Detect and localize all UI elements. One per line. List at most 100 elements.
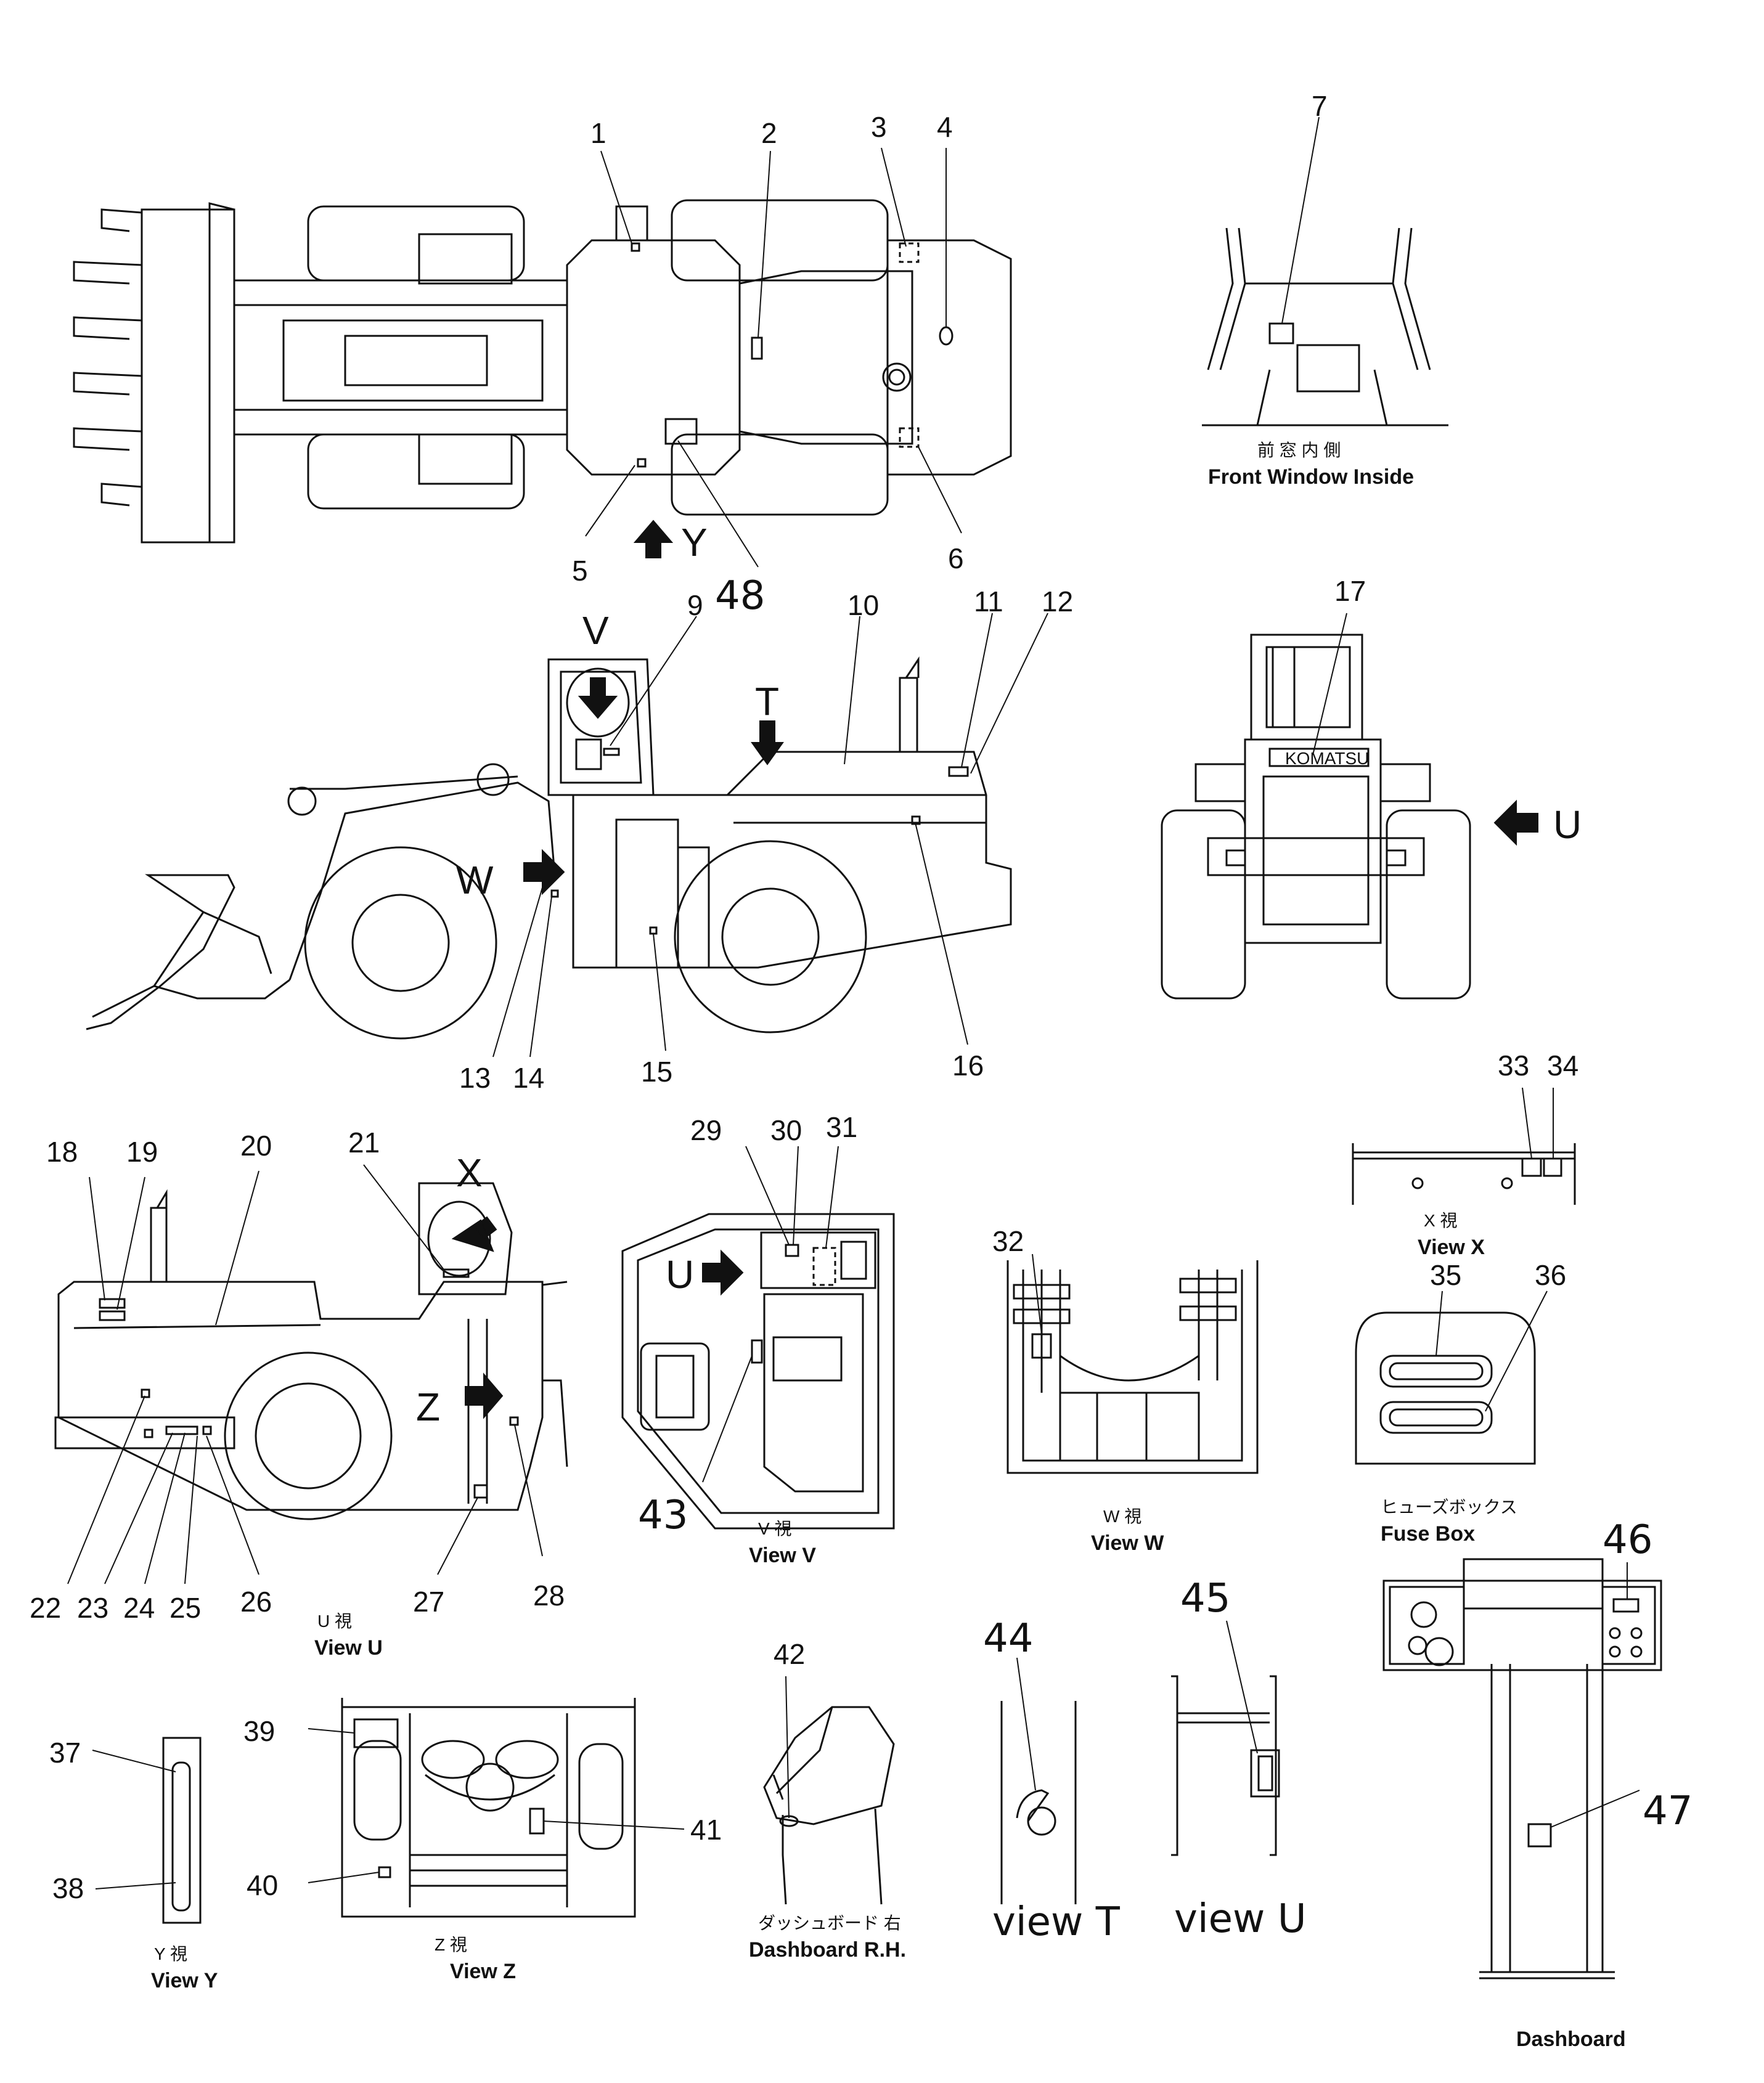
view-x-arrow-icon bbox=[451, 1216, 497, 1252]
view-letter-z: Z bbox=[416, 1385, 440, 1429]
view-u-caption: View U bbox=[314, 1636, 383, 1660]
callout-25: 25 bbox=[169, 1592, 201, 1624]
callout-21: 21 bbox=[348, 1127, 380, 1159]
dashboard-rh-caption-jp: ダッシュボード 右 bbox=[758, 1914, 901, 1933]
callout-14: 14 bbox=[513, 1062, 544, 1094]
side-view-callouts: V 9 10 11 12 T W 13 14 15 16 bbox=[456, 585, 1073, 1094]
front-window-caption-jp: 前 窓 内 側 bbox=[1257, 441, 1341, 460]
callout-13: 13 bbox=[459, 1062, 491, 1094]
top-view-loader bbox=[73, 147, 1012, 568]
view-x-caption: View X bbox=[1418, 1236, 1485, 1259]
callout-32: 32 bbox=[992, 1225, 1024, 1257]
fuse-box-caption: Fuse Box bbox=[1381, 1522, 1475, 1546]
callout-23: 23 bbox=[77, 1592, 108, 1624]
view-letter-x: X bbox=[456, 1151, 483, 1195]
view-v-arrow-icon bbox=[578, 677, 618, 719]
callout-27: 27 bbox=[413, 1586, 444, 1618]
callout-12: 12 bbox=[1042, 585, 1073, 618]
dashboard-rh-drawing: 42 ダッシュボード 右 Dashboard R.H. bbox=[749, 1638, 906, 1962]
dashboard-rh-caption: Dashboard R.H. bbox=[749, 1938, 906, 1962]
callout-6: 6 bbox=[948, 542, 964, 574]
callout-33: 33 bbox=[1498, 1050, 1529, 1082]
view-v-caption-jp: V 視 bbox=[758, 1519, 791, 1538]
view-u-callouts: 18 19 20 21 X Z 22 23 24 25 26 27 28 U 視… bbox=[30, 1127, 565, 1660]
callout-1: 1 bbox=[590, 117, 606, 149]
view-u-drawing bbox=[54, 1164, 568, 1584]
view-w-arrow-icon bbox=[523, 849, 565, 895]
view-letter-t: T bbox=[755, 679, 779, 724]
view-y-caption: View Y bbox=[151, 1969, 218, 1992]
view-z-drawing: 39 40 41 Z 視 View Z bbox=[243, 1698, 722, 1983]
dashboard-drawing: 46 47 Dashboard bbox=[1382, 1517, 1693, 2051]
callout-28: 28 bbox=[533, 1580, 565, 1612]
view-u-arrow-icon bbox=[1493, 799, 1538, 846]
callout-24: 24 bbox=[123, 1592, 155, 1624]
view-y-caption-jp: Y 視 bbox=[154, 1944, 187, 1963]
callout-47: 47 bbox=[1643, 1788, 1693, 1834]
view-letter-w: W bbox=[456, 858, 494, 902]
callout-37: 37 bbox=[49, 1737, 81, 1769]
callout-44: 44 bbox=[983, 1616, 1033, 1661]
callout-4: 4 bbox=[937, 111, 953, 143]
view-letter-v: V bbox=[582, 608, 609, 653]
callout-36: 36 bbox=[1535, 1259, 1566, 1291]
front-window-inside: 7 前 窓 内 側 Front Window Inside bbox=[1202, 90, 1448, 489]
callout-41: 41 bbox=[690, 1814, 722, 1846]
callout-16: 16 bbox=[952, 1050, 984, 1082]
view-w-caption-jp: W 視 bbox=[1103, 1507, 1141, 1526]
callout-9: 9 bbox=[687, 589, 703, 621]
view-w-drawing: 32 W 視 View W bbox=[992, 1225, 1259, 1555]
view-w-caption: View W bbox=[1091, 1531, 1164, 1555]
view-v-caption: View V bbox=[749, 1544, 816, 1567]
callout-42: 42 bbox=[774, 1638, 805, 1670]
callout-15: 15 bbox=[641, 1056, 672, 1088]
view-x-drawing: 33 34 X 視 View X bbox=[1352, 1050, 1578, 1259]
callout-20: 20 bbox=[240, 1130, 272, 1162]
callout-40: 40 bbox=[247, 1869, 278, 1901]
view-letter-v-u: U bbox=[666, 1252, 694, 1297]
callout-43: 43 bbox=[638, 1493, 688, 1538]
view-z-arrow-icon bbox=[465, 1372, 504, 1419]
view-y-arrow-icon bbox=[633, 520, 674, 558]
callout-48: 48 bbox=[715, 573, 765, 619]
view-t-drawing: 44 view T bbox=[983, 1616, 1121, 1945]
callout-46: 46 bbox=[1603, 1517, 1652, 1563]
front-window-caption: Front Window Inside bbox=[1208, 465, 1414, 489]
rear-logo-text: KOMATSU bbox=[1285, 749, 1369, 768]
view-t-arrow-icon bbox=[751, 720, 784, 765]
callout-22: 22 bbox=[30, 1592, 61, 1624]
callout-31: 31 bbox=[826, 1111, 857, 1143]
view-u-small-drawing: 45 view U bbox=[1171, 1576, 1307, 1942]
view-z-caption-jp: Z 視 bbox=[435, 1935, 467, 1954]
callout-39: 39 bbox=[243, 1715, 275, 1747]
callout-18: 18 bbox=[46, 1136, 78, 1168]
callout-30: 30 bbox=[770, 1114, 802, 1146]
dashboard-caption: Dashboard bbox=[1516, 2028, 1626, 2051]
side-view-loader bbox=[86, 613, 1048, 1058]
view-u-hand-label: view U bbox=[1174, 1896, 1307, 1942]
view-v-u-arrow-icon bbox=[702, 1249, 744, 1296]
view-x-caption-jp: X 視 bbox=[1424, 1211, 1457, 1230]
view-letter-y: Y bbox=[681, 520, 708, 565]
callout-35: 35 bbox=[1430, 1259, 1461, 1291]
view-y-drawing: 37 38 Y 視 View Y bbox=[49, 1737, 218, 1992]
callout-38: 38 bbox=[52, 1872, 84, 1904]
view-z-caption: View Z bbox=[450, 1960, 516, 1983]
callout-29: 29 bbox=[690, 1114, 722, 1146]
callout-11: 11 bbox=[974, 585, 1003, 618]
top-view-callouts: 1 2 3 4 5 6 48 Y bbox=[572, 111, 964, 619]
rear-view-loader: KOMATSU 17 U bbox=[1161, 575, 1582, 1000]
callout-10: 10 bbox=[847, 589, 879, 621]
callout-26: 26 bbox=[240, 1586, 272, 1618]
callout-19: 19 bbox=[126, 1136, 158, 1168]
callout-7: 7 bbox=[1312, 90, 1328, 122]
callout-5: 5 bbox=[572, 555, 588, 587]
callout-45: 45 bbox=[1180, 1576, 1230, 1621]
callout-17: 17 bbox=[1334, 575, 1366, 607]
fuse-box-caption-jp: ヒューズボックス bbox=[1381, 1498, 1517, 1517]
view-letter-u: U bbox=[1553, 802, 1582, 847]
callout-2: 2 bbox=[761, 117, 777, 149]
view-v-drawing: 29 30 31 U 43 V 視 View V bbox=[621, 1111, 895, 1567]
